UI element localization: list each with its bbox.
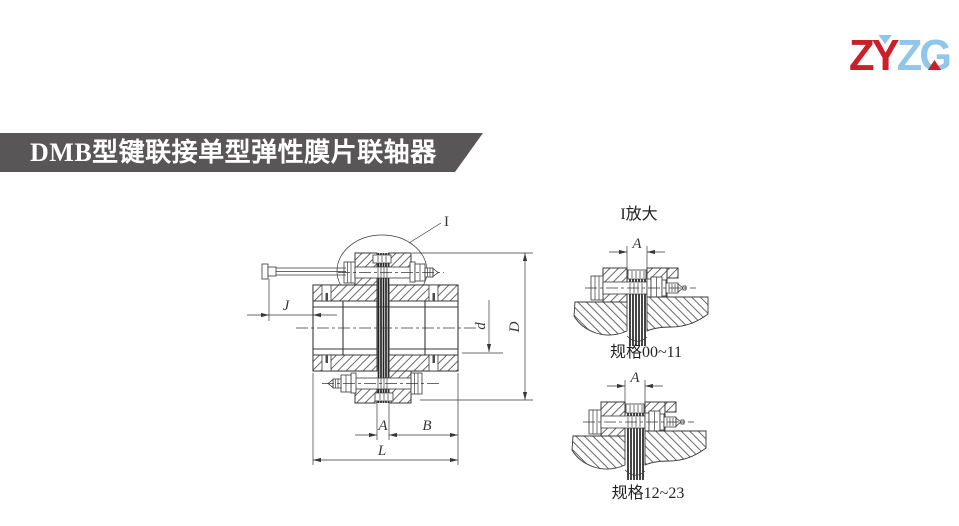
dim-label-d: d: [473, 322, 489, 330]
main-coupling-view: I: [247, 214, 533, 465]
bolt-detail-view: A: [573, 236, 709, 346]
coupling-technical-drawing: I: [247, 205, 709, 502]
dimension-l: L: [312, 373, 459, 465]
logo: ZYZG: [849, 31, 952, 83]
detail-1-title: I放大: [620, 205, 657, 223]
dimension-j: J: [247, 279, 337, 321]
logo-text-zg: ZG: [896, 31, 952, 80]
dimension-D: D: [412, 252, 533, 401]
callout-label: I: [444, 214, 449, 230]
dim-label-a: A: [377, 418, 388, 434]
dim-label-j: J: [283, 298, 291, 314]
top-bolt-joint: [338, 252, 444, 286]
dim-label-b: B: [422, 418, 431, 434]
title-banner: DMB型键联接单型弹性膜片联轴器: [0, 133, 483, 172]
dim-label-D: D: [507, 321, 523, 333]
bolt-detail-view-2: [571, 369, 707, 481]
detail-dim-label-a: A: [631, 236, 642, 252]
logo-caret-icon: [878, 35, 892, 44]
page-title: DMB型键联接单型弹性膜片联轴器: [30, 138, 437, 167]
detail-1-caption: 规格00~11: [610, 343, 682, 361]
detail-2-caption: 规格12~23: [612, 484, 685, 502]
bottom-bolt-joint: [322, 370, 442, 404]
logo-triangle-icon: [927, 60, 942, 70]
dimension-d: d: [462, 300, 503, 354]
left-bolt-symbol: [261, 263, 346, 280]
dim-label-L: L: [377, 443, 386, 459]
dimension-a-b: A B: [355, 404, 458, 440]
